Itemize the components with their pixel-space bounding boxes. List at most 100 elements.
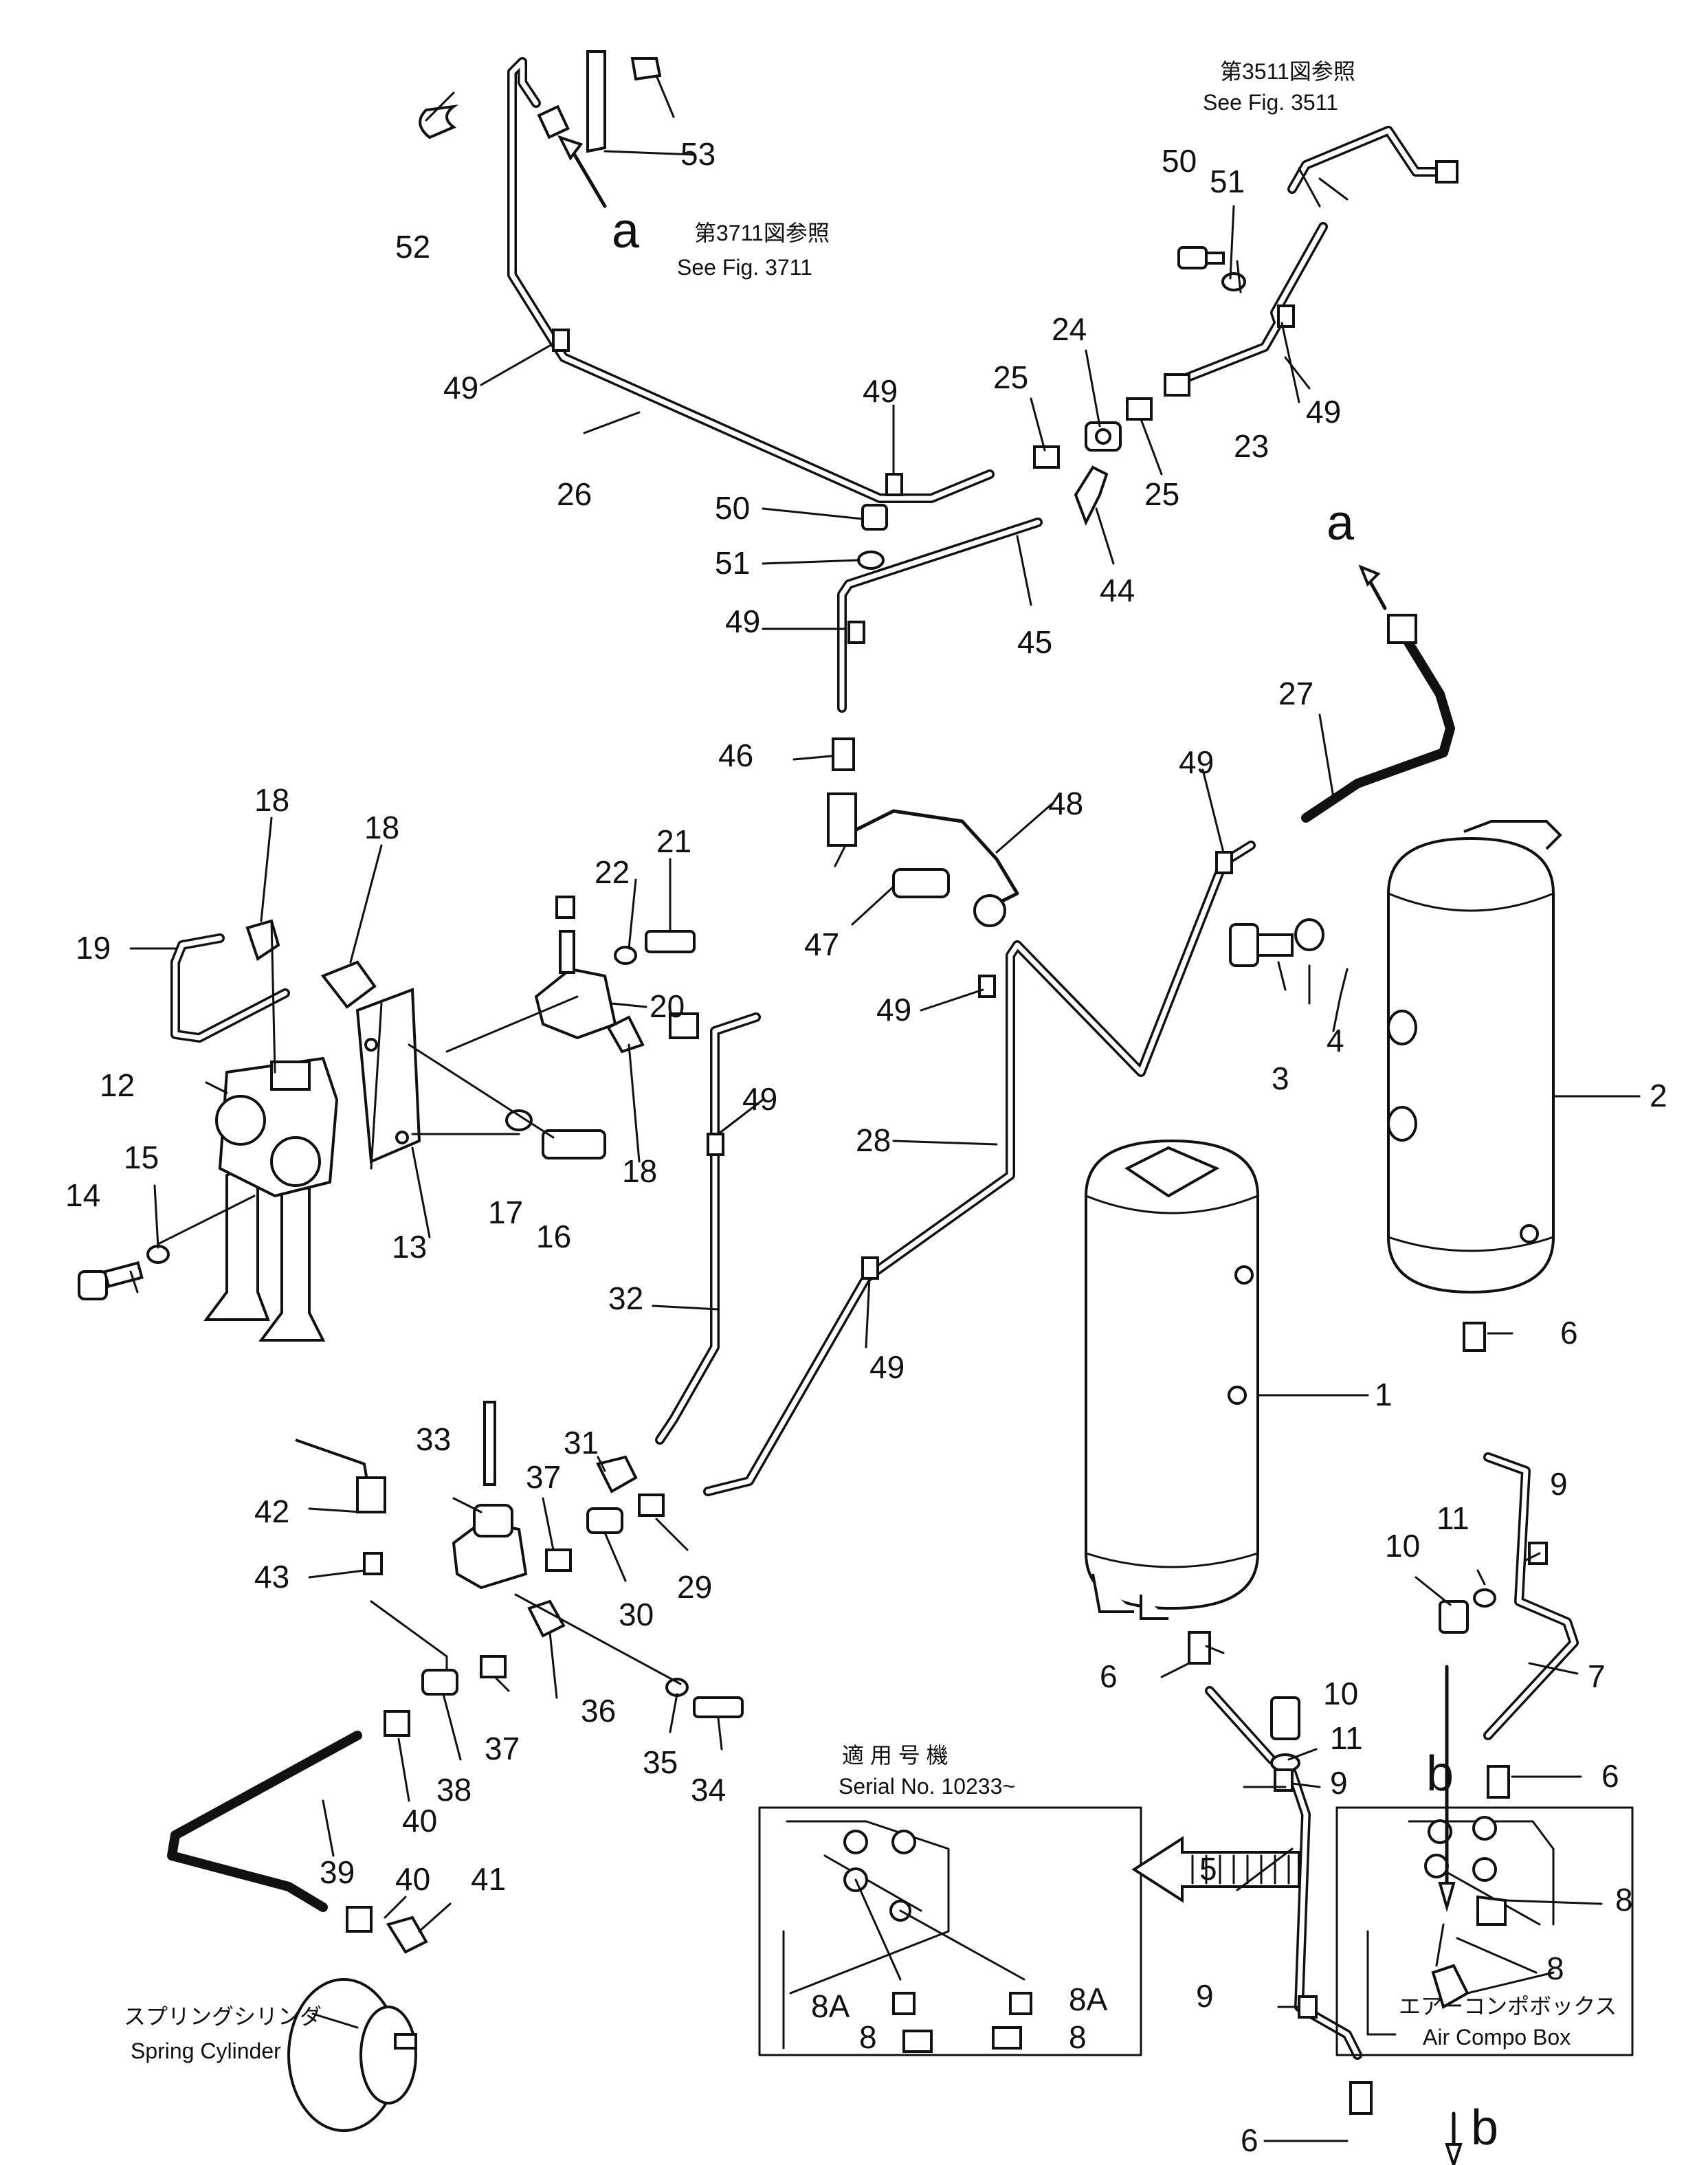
fitting-a-right [1387,614,1417,644]
letter-b-bottom: b [1471,2100,1498,2155]
fitting-32-top [669,1012,699,1039]
bolt-3 [1229,923,1294,967]
note-aircompo-jp: エアーコンポボックス [1399,1994,1617,2019]
pipe-26 [507,57,995,503]
note-fig3711-en: See Fig. 3711 [677,255,812,280]
callout-13: 13 [392,1229,427,1265]
callout-35: 35 [643,1744,678,1780]
callout-23: 23 [1234,428,1269,464]
clamp-49-group [552,304,1295,1280]
callout-53: 53 [680,136,716,172]
leader-lines [129,74,1641,2142]
note-fig3511-en: See Fig. 3511 [1203,90,1338,115]
callout-40b: 40 [395,1861,430,1897]
bolt-50-mid [861,504,888,531]
callout-6d: 6 [1241,2122,1258,2158]
washer-51-top [1221,272,1246,291]
note-aircompo-en: Air Compo Box [1423,2025,1571,2050]
callout-49d: 49 [725,603,760,639]
callout-48: 48 [1048,786,1083,821]
washer-17 [505,1109,533,1131]
pipe-39 [167,1731,362,1912]
callout-3: 3 [1272,1061,1289,1096]
callout-34: 34 [691,1772,726,1808]
nut-53 [630,57,662,81]
callout-5: 5 [1199,1851,1217,1887]
callout-30: 30 [619,1597,654,1632]
callout-49h: 49 [869,1349,905,1385]
callout-9a: 9 [1550,1466,1568,1502]
elbow-18a [245,919,280,962]
callout-12: 12 [100,1067,135,1103]
callout-25a: 25 [993,359,1028,395]
callout-18a: 18 [254,782,289,818]
pipe-3511-ref [1287,126,1459,194]
elbow-18b [320,960,377,1009]
callout-24: 24 [1052,311,1087,347]
callout-44: 44 [1100,573,1135,608]
callout-28: 28 [856,1122,891,1158]
callout-8c: 8 [859,2019,877,2055]
arrow-b-bottom [1445,2111,1463,2165]
inset-serial [758,1806,1142,2056]
washer-51-mid [857,551,885,570]
callout-9b: 9 [1330,1765,1348,1801]
callout-18c: 18 [622,1153,657,1189]
arrow-a-top [557,135,607,208]
callout-39: 39 [320,1854,355,1890]
bolt-10-top [1439,1600,1469,1634]
callout-7: 7 [1588,1658,1606,1694]
bolt-34 [693,1696,744,1718]
callout-43: 43 [254,1559,289,1595]
callout-11b: 11 [1330,1720,1363,1756]
elbow-18c [606,1015,645,1054]
callout-50a: 50 [1162,143,1197,179]
bracket-3711-ref [586,50,606,153]
washer-15 [146,1245,170,1264]
callout-11a: 11 [1437,1500,1469,1536]
arrow-b-mid [1438,1665,1456,1913]
callout-49g: 49 [742,1081,777,1117]
callout-49c: 49 [1306,394,1341,430]
note-fig3711-jp: 第3711図参照 [694,221,830,245]
callout-6c: 6 [1601,1758,1619,1794]
note-serial-en: Serial No. 10233~ [839,1774,1015,1799]
fitting-6-tank1 [1188,1631,1211,1665]
callout-41: 41 [471,1861,506,1897]
valve-47 [892,868,1006,927]
reference-notes: 第3511図参照 See Fig. 3511 第3711図参照 See Fig.… [124,59,1617,2063]
callout-31: 31 [564,1425,599,1461]
callout-4: 4 [1327,1023,1344,1058]
callout-6a: 6 [1560,1315,1578,1351]
pipe-7 [1483,1452,1579,1740]
callout-38: 38 [436,1772,472,1808]
tee-38 [421,1669,458,1696]
elbow-31 [596,1455,638,1494]
note-spring-jp: スプリングシリンダ [124,2004,322,2029]
callout-10b: 10 [1323,1676,1358,1711]
callout-16: 16 [536,1219,571,1254]
callout-37b: 37 [485,1731,520,1766]
adapter-40a [384,1710,410,1737]
callout-17: 17 [488,1195,523,1230]
callout-40a: 40 [402,1803,437,1839]
callout-19: 19 [76,930,111,966]
callout-25b: 25 [1144,476,1179,512]
adapter-37b [480,1655,507,1678]
adapter-25a [1033,445,1060,469]
callout-8b: 8 [1546,1951,1564,1986]
callout-8a: 8 [1615,1882,1633,1918]
callout-9c: 9 [1196,1978,1214,2014]
connection-letters: a a b b [612,203,1498,2155]
callout-45: 45 [1017,624,1052,660]
bolt-14 [78,1261,144,1300]
callout-29: 29 [677,1569,712,1605]
note-serial-jp: 適 用 号 機 [842,1743,949,1768]
tee-30 [586,1507,623,1534]
adapter-37a [545,1548,572,1572]
callout-49b: 49 [863,373,898,409]
callout-51a: 51 [1210,164,1245,199]
callout-labels: 1 2 3 4 5 6 6 6 6 7 8 8 8 8 8A 8A 9 9 9 … [65,136,1667,2158]
valve-20 [534,896,617,1040]
arrow-a-right [1358,564,1387,610]
